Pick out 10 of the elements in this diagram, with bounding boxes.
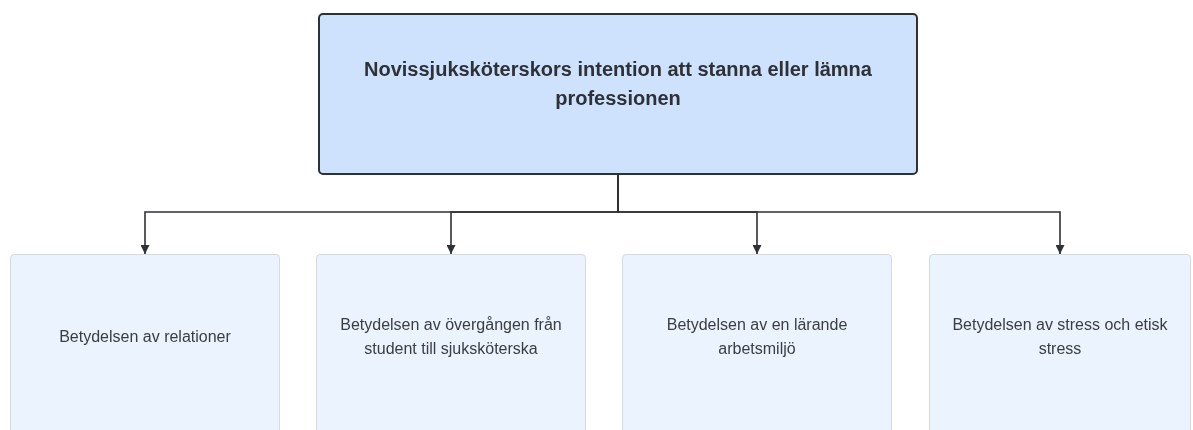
subtheme-text: Betydelsen av relationer <box>59 327 231 347</box>
main-theme-text: Novissjuksköterskors intention att stanna eller lämna professionen <box>363 57 873 111</box>
theme-box <box>10 254 280 430</box>
subtheme-text: Betydelsen av en lärande arbetsmiljö <box>665 315 849 359</box>
subtheme-text: Betydelsen av stress och etisk stress <box>951 315 1169 359</box>
theme-box <box>929 254 1191 430</box>
subtheme-text: Betydelsen av övergången från student till sjuksköterska <box>339 315 563 359</box>
title-box <box>318 13 918 175</box>
theme-box <box>622 254 892 430</box>
theme-box <box>316 254 586 430</box>
